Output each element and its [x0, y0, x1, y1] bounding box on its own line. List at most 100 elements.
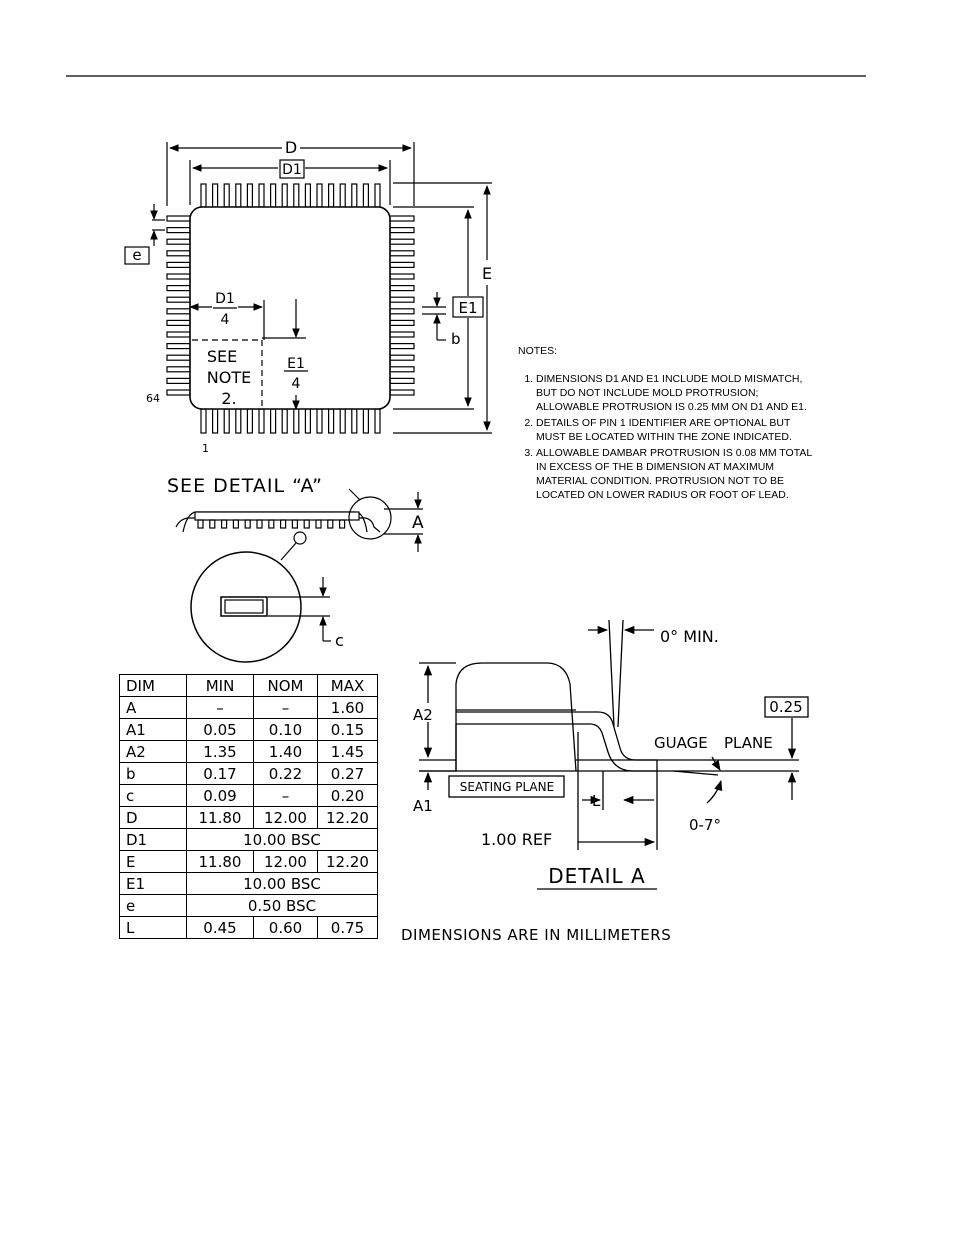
- cell-min: 0.09: [186, 784, 254, 807]
- cell-max: 0.15: [317, 718, 378, 741]
- header-max: MAX: [317, 674, 378, 697]
- cell-min: 11.80: [186, 806, 254, 829]
- label-ref: 1.00 REF: [481, 830, 552, 849]
- lead: [362, 183, 369, 208]
- lead: [293, 408, 300, 434]
- lead: [166, 227, 191, 234]
- lead: [232, 519, 239, 529]
- lead: [212, 408, 219, 434]
- lead: [389, 261, 415, 268]
- lead: [221, 519, 228, 529]
- lead: [304, 408, 311, 434]
- lead: [316, 408, 323, 434]
- lead: [389, 354, 415, 361]
- cell-max: 0.20: [317, 784, 378, 807]
- label-e: E: [482, 264, 492, 283]
- seating-plane-box: [448, 775, 565, 798]
- lead: [291, 519, 298, 529]
- label-d: D: [285, 138, 297, 157]
- lead: [166, 238, 191, 245]
- lead: [166, 250, 191, 257]
- see-note-line3: 2.: [221, 389, 236, 408]
- lead: [304, 183, 311, 208]
- label-e1: E1: [458, 299, 477, 317]
- e1-box: [452, 296, 484, 318]
- lead: [328, 408, 335, 434]
- lead: [389, 319, 415, 326]
- lead: [223, 408, 230, 434]
- cell-max: 1.60: [317, 696, 378, 719]
- cell-dim: e: [119, 894, 187, 917]
- leads-bottom-row: [200, 408, 381, 434]
- cell-min: 0.45: [186, 916, 254, 939]
- section-circle: [190, 551, 302, 663]
- label-e-pitch: e: [132, 246, 141, 264]
- label-b: b: [451, 330, 461, 348]
- cell-bsc: 10.00 BSC: [186, 828, 378, 851]
- lead: [389, 227, 415, 234]
- units-note: DIMENSIONS ARE IN MILLIMETERS: [401, 926, 672, 944]
- lead: [389, 389, 415, 396]
- cell-max: 12.20: [317, 850, 378, 873]
- label-l: L: [592, 792, 601, 810]
- lead: [166, 285, 191, 292]
- label-a: A: [412, 513, 424, 533]
- table-row: D 11.80 12.00 12.20: [119, 806, 378, 829]
- lead: [244, 519, 251, 529]
- cell-min: 11.80: [186, 850, 254, 873]
- notes-block: NOTES: DIMENSIONS D1 AND E1 INCLUDE MOLD…: [518, 344, 818, 504]
- header-nom: NOM: [253, 674, 318, 697]
- cell-nom: –: [253, 696, 318, 719]
- detail-a-title: DETAIL A: [548, 864, 645, 888]
- table-row: L 0.45 0.60 0.75: [119, 916, 378, 939]
- lead: [200, 183, 207, 208]
- cell-nom: 12.00: [253, 850, 318, 873]
- lead: [293, 183, 300, 208]
- lead: [389, 250, 415, 257]
- lead: [246, 183, 253, 208]
- cell-dim: D: [119, 806, 187, 829]
- lead: [389, 343, 415, 350]
- cell-nom: 0.10: [253, 718, 318, 741]
- see-note-line2: NOTE: [207, 368, 251, 387]
- lead: [258, 408, 265, 434]
- table-row: A2 1.35 1.40 1.45: [119, 740, 378, 763]
- cell-dim: E1: [119, 872, 187, 895]
- lead: [166, 389, 191, 396]
- lead: [280, 519, 287, 529]
- notes-heading: NOTES:: [518, 345, 558, 357]
- label-min-angle: 0° MIN.: [660, 627, 719, 646]
- cell-min: 1.35: [186, 740, 254, 763]
- header-dim: DIM: [119, 674, 187, 697]
- cell-min: 0.17: [186, 762, 254, 785]
- cell-bsc: 0.50 BSC: [186, 894, 378, 917]
- cell-min: 0.05: [186, 718, 254, 741]
- cell-nom: 1.40: [253, 740, 318, 763]
- lead: [389, 308, 415, 315]
- lead: [389, 215, 415, 222]
- see-detail-a-label: SEE DETAIL “A”: [167, 475, 323, 497]
- lead: [389, 238, 415, 245]
- note-item: DIMENSIONS D1 AND E1 INCLUDE MOLD MISMAT…: [536, 372, 818, 414]
- detail-a-drawing: [419, 619, 809, 890]
- cell-dim: c: [119, 784, 187, 807]
- label-seating-plane: SEATING PLANE: [460, 780, 554, 794]
- lead: [351, 183, 358, 208]
- lead: [281, 183, 288, 208]
- lead: [339, 519, 346, 529]
- label-a2: A2: [413, 706, 433, 724]
- lead: [200, 408, 207, 434]
- lead: [166, 331, 191, 338]
- lead: [339, 183, 346, 208]
- table-row: c 0.09 – 0.20: [119, 784, 378, 807]
- lead: [389, 285, 415, 292]
- cell-min: –: [186, 696, 254, 719]
- label-c: c: [335, 631, 344, 650]
- label-a1: A1: [413, 797, 433, 815]
- lead: [166, 377, 191, 384]
- lead: [223, 183, 230, 208]
- cell-dim: A1: [119, 718, 187, 741]
- cell-max: 0.75: [317, 916, 378, 939]
